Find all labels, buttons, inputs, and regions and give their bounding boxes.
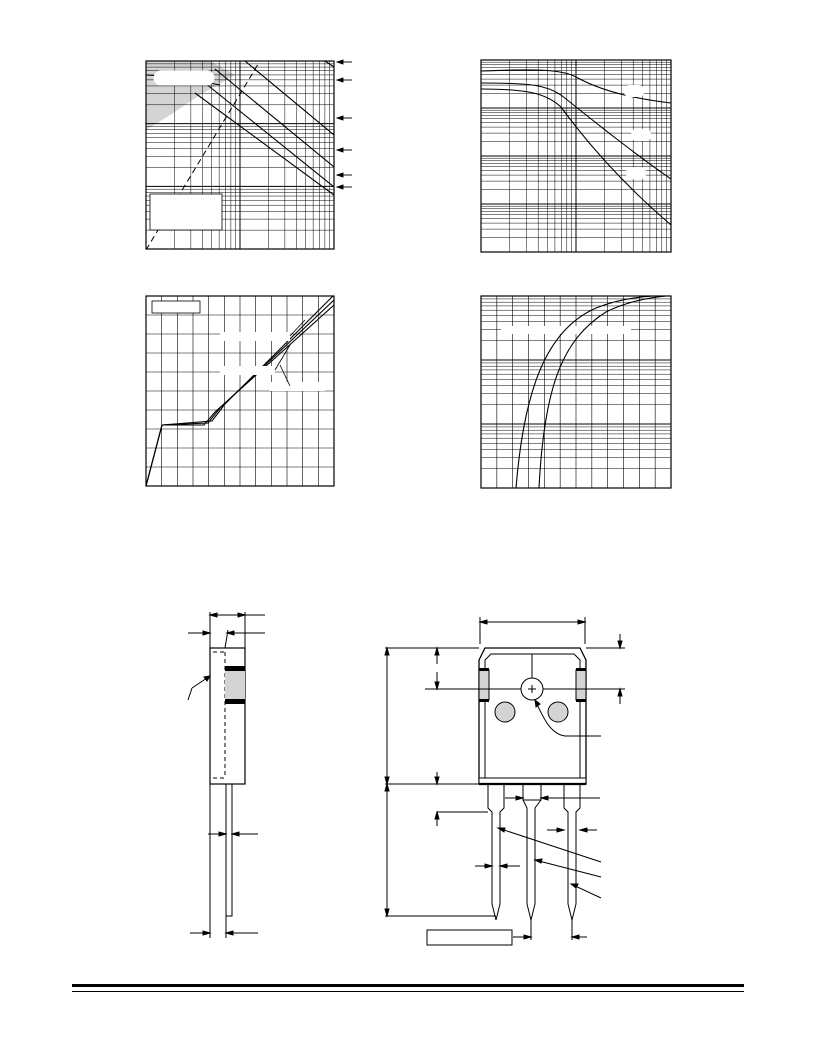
label-box	[501, 326, 631, 334]
lead-center	[522, 784, 542, 921]
graph-top-right	[480, 59, 672, 253]
leader-line	[289, 319, 306, 337]
arrowhead-icon	[202, 630, 212, 636]
arrowhead-icon	[218, 831, 228, 837]
label-box	[631, 129, 651, 141]
arrowhead-icon	[534, 698, 541, 708]
tab-shade	[225, 668, 245, 702]
graph-bottom-left	[145, 295, 335, 487]
arrowhead-icon	[577, 619, 587, 625]
plus-marker-icon	[528, 685, 536, 693]
arrowhead-icon	[335, 172, 352, 178]
plot-frame	[145, 295, 335, 487]
curve-1	[244, 61, 334, 136]
curve-1	[515, 296, 655, 488]
package-lead	[225, 783, 233, 917]
curve-2	[538, 296, 667, 488]
leader-line	[274, 344, 291, 371]
package-side-view	[187, 612, 265, 938]
arrowhead-icon	[570, 934, 580, 940]
arrowhead-icon	[434, 776, 440, 786]
arrowhead-icon	[202, 930, 212, 936]
arrowhead-icon	[335, 147, 352, 153]
curve-1	[481, 69, 671, 104]
curve-5	[324, 61, 334, 68]
arrowhead-icon	[384, 646, 390, 656]
footer-rule-thick	[72, 984, 744, 987]
curve-2	[481, 82, 671, 180]
label-box	[626, 167, 646, 179]
arrowhead-icon	[434, 646, 440, 656]
ejector-mark	[494, 701, 516, 723]
arrowhead-icon	[208, 612, 218, 618]
label-box	[624, 85, 644, 97]
arrowhead-icon	[617, 687, 623, 697]
arrowhead-icon	[434, 681, 440, 691]
lead-left	[487, 784, 505, 921]
arrowhead-icon	[230, 831, 240, 837]
legend-box	[151, 300, 201, 314]
tab-shade	[478, 669, 490, 701]
plot-frame	[480, 295, 672, 489]
footer-rule-thin	[72, 991, 744, 992]
arrowhead-icon	[225, 630, 235, 636]
label-box	[220, 366, 275, 375]
arrowhead-icon	[335, 77, 352, 83]
leader-line	[279, 364, 291, 387]
label-box	[270, 382, 325, 391]
package-front-view	[384, 617, 625, 946]
arrowhead-icon	[556, 827, 566, 833]
graph-top-left	[145, 59, 352, 250]
dashed-limit-line	[146, 61, 261, 249]
ejector-mark	[547, 701, 569, 723]
arrowhead-icon	[335, 115, 352, 121]
tab-shade	[575, 669, 587, 701]
arrowhead-icon	[335, 59, 352, 65]
arrowhead-icon	[515, 795, 525, 801]
arrowhead-icon	[496, 827, 506, 833]
arrowhead-icon	[484, 863, 494, 869]
drawing-label-box	[426, 929, 513, 946]
curve-3	[481, 88, 671, 226]
label-box	[220, 332, 290, 341]
arrowhead-icon	[434, 810, 440, 820]
legend-box	[149, 193, 223, 231]
arrowhead-icon	[237, 612, 247, 618]
label-box	[153, 70, 215, 86]
plot-frame	[145, 60, 335, 250]
plot-frame	[480, 59, 672, 253]
curve-2	[214, 68, 334, 168]
arrowhead-icon	[203, 675, 211, 682]
arrowhead-icon	[569, 883, 579, 889]
arrowhead-icon	[384, 908, 390, 918]
arrowhead-icon	[539, 795, 549, 801]
graph-bottom-right	[480, 295, 672, 489]
arrowhead-icon	[533, 858, 543, 864]
arrowhead-icon	[384, 776, 390, 786]
arrowhead-icon	[384, 782, 390, 792]
arrowhead-icon	[498, 863, 508, 869]
curve-4	[194, 92, 334, 196]
arrowhead-icon	[335, 184, 352, 190]
arrowhead-icon	[224, 930, 234, 936]
arrowhead-icon	[478, 619, 488, 625]
curve-3	[204, 82, 334, 188]
arrowhead-icon	[617, 640, 623, 650]
arrowhead-icon	[578, 827, 588, 833]
arrowhead-icon	[523, 934, 533, 940]
